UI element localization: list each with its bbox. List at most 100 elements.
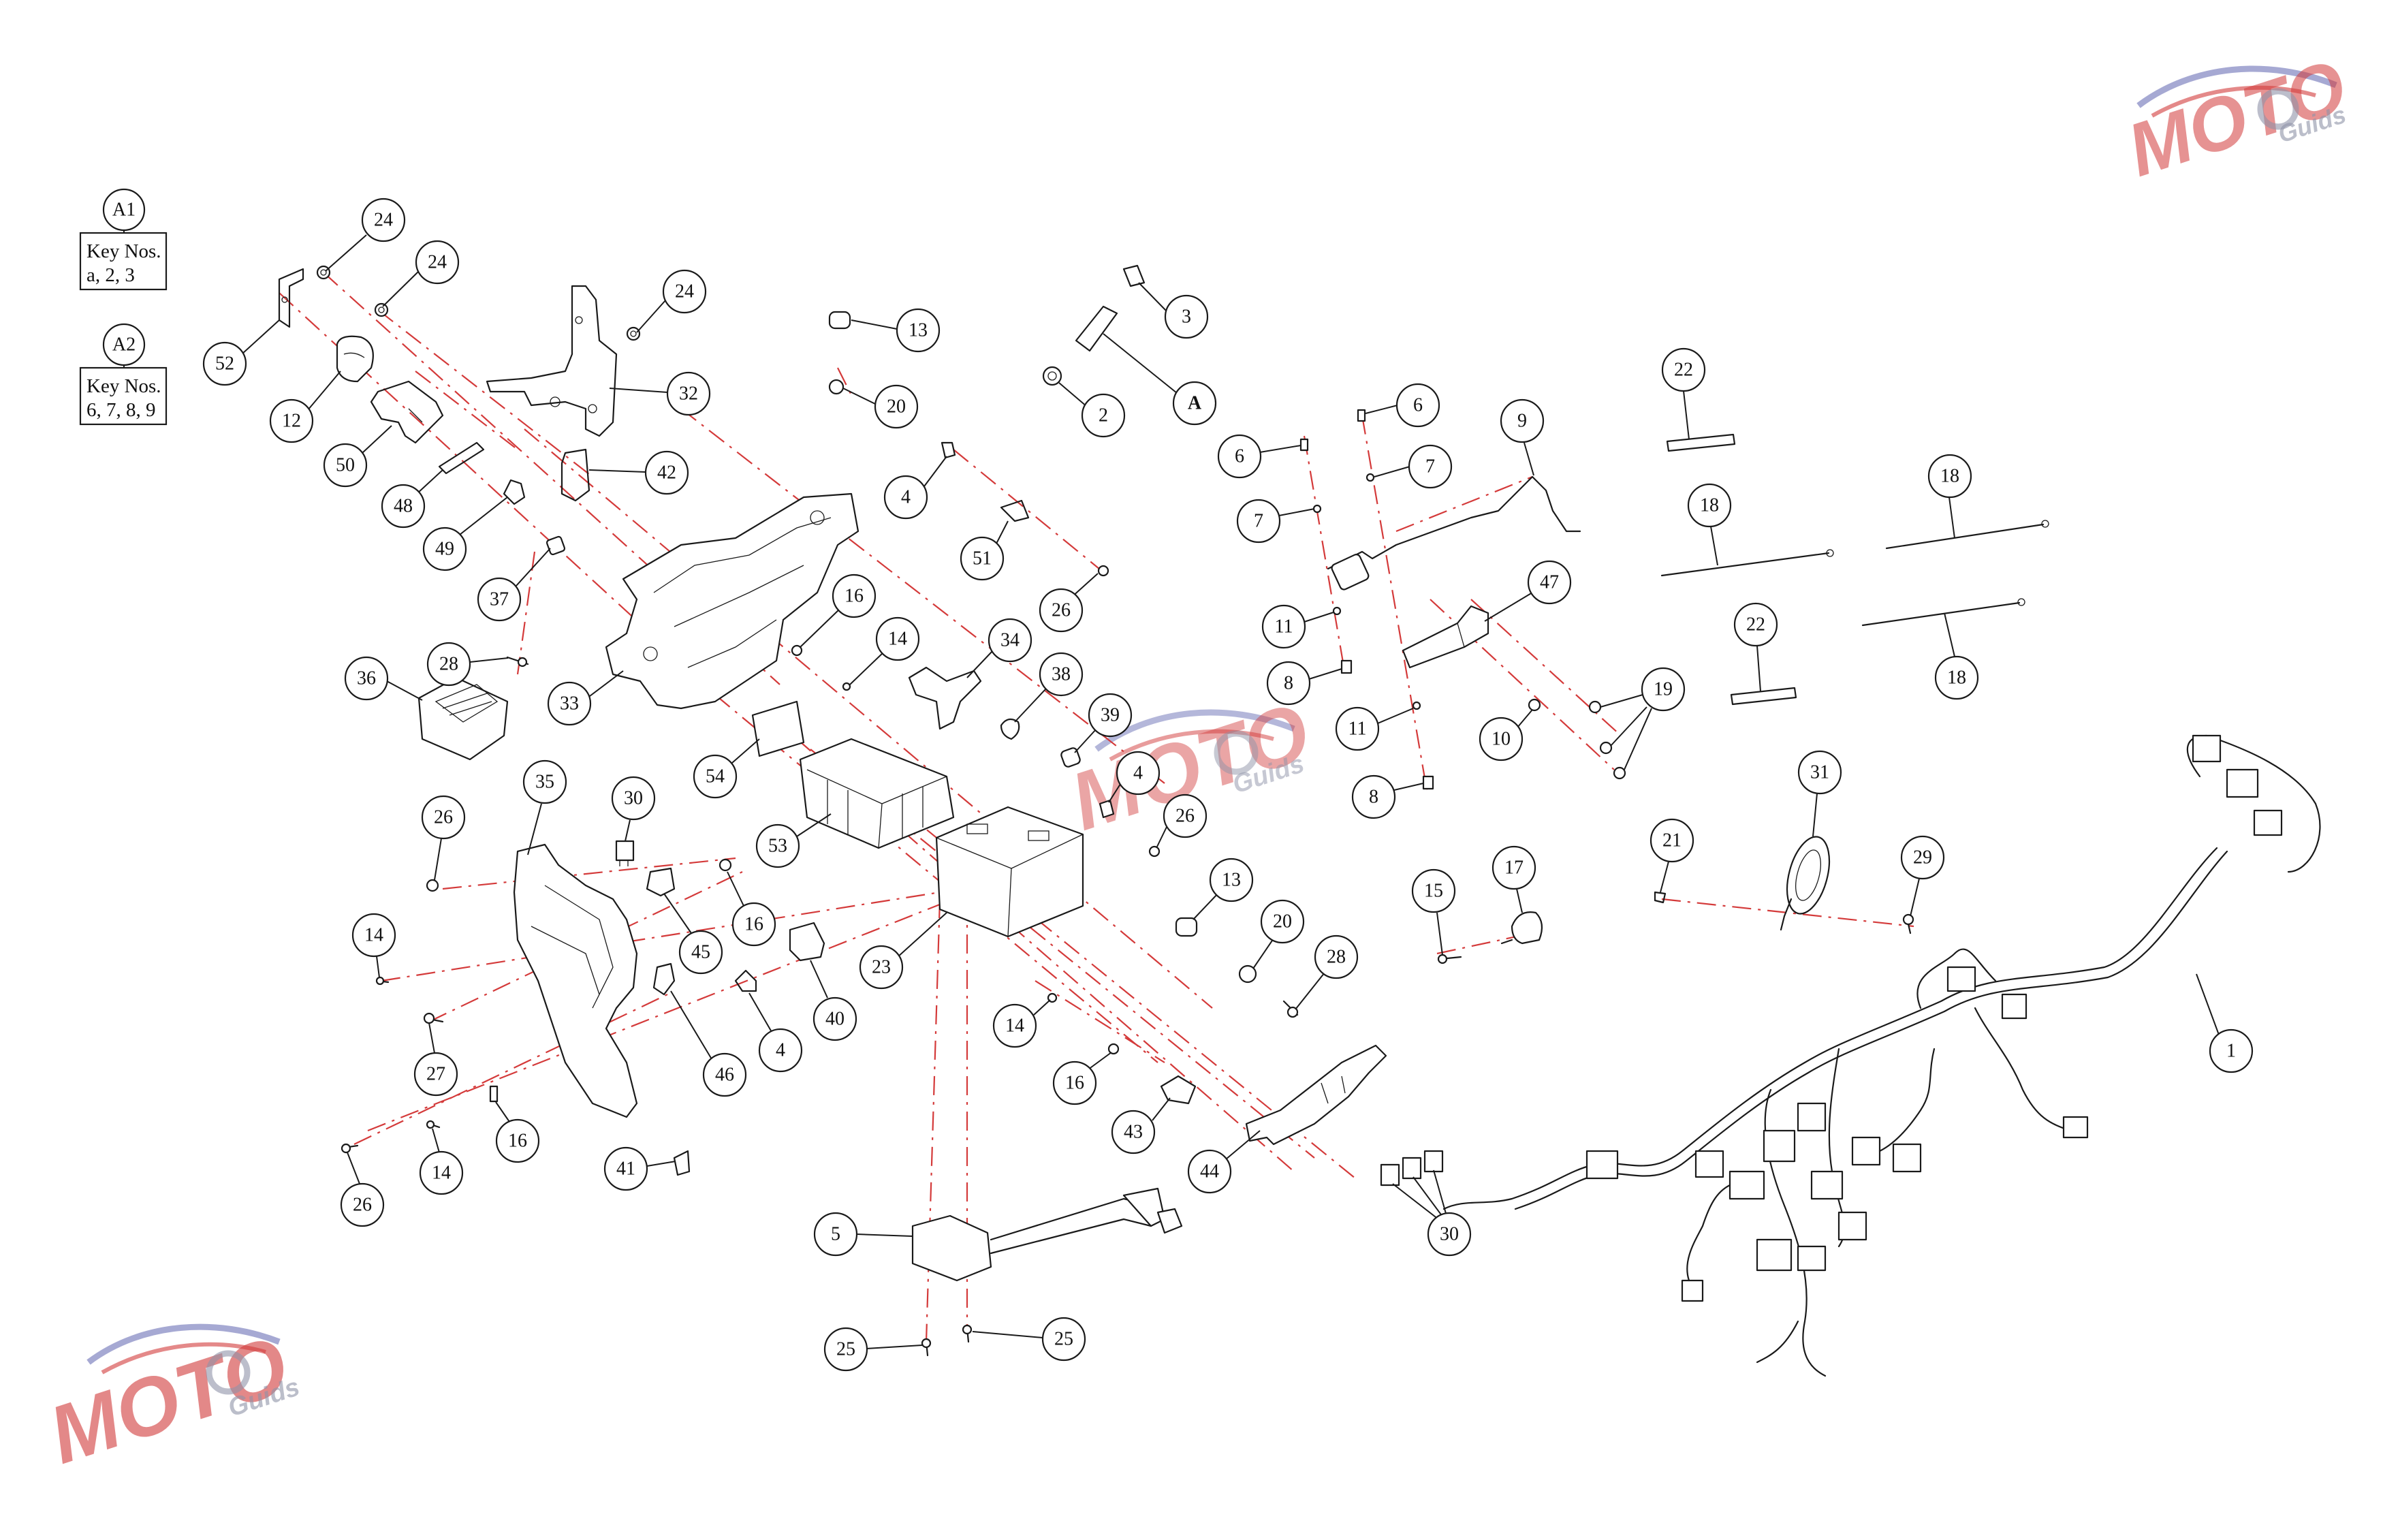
callout-label: 20	[887, 396, 906, 418]
callout-2	[1081, 393, 1126, 438]
callout-21	[1650, 818, 1694, 863]
callout-39	[1088, 693, 1133, 738]
callout-label: 43	[1124, 1122, 1143, 1143]
callout-label: 28	[1327, 947, 1346, 968]
part-cap-2	[1042, 366, 1062, 386]
callout-label: 22	[1674, 360, 1693, 381]
callout-11	[1335, 706, 1380, 751]
callout-42	[644, 450, 689, 495]
part-relays-30b	[1380, 1150, 1444, 1187]
part-spacers-11-8	[1332, 606, 1434, 790]
callout-14	[875, 616, 920, 661]
part-nut-24b	[374, 302, 389, 317]
callout-30	[611, 776, 656, 821]
callout-45	[678, 930, 723, 975]
callout-28	[1314, 934, 1359, 979]
part-ties-22	[1666, 433, 1797, 706]
callout-label: 4	[901, 487, 911, 508]
callout-26	[421, 795, 466, 840]
part-bolt-15	[1437, 954, 1462, 964]
callout-label: 26	[353, 1195, 372, 1216]
callout-label: 34	[1000, 630, 1020, 651]
callout-15	[1411, 868, 1456, 913]
callout-label: 11	[1275, 616, 1293, 638]
part-bolt-26a	[426, 879, 439, 892]
callout-29	[1900, 835, 1945, 880]
callout-32	[666, 371, 711, 416]
callout-label: 24	[675, 281, 694, 302]
part-bolt-14a	[375, 976, 390, 986]
callout-49	[422, 527, 467, 571]
callout-43	[1111, 1110, 1156, 1154]
callout-label: 53	[768, 836, 787, 857]
part-clip-4c	[1099, 799, 1115, 819]
callout-37	[477, 577, 522, 622]
callout-label: 19	[1654, 679, 1673, 700]
callout-label: 39	[1101, 705, 1120, 726]
part-ties-18	[1660, 520, 2049, 627]
callout-label: 8	[1369, 787, 1378, 808]
callout-6	[1217, 434, 1262, 479]
callout-label: 4	[1133, 763, 1143, 784]
callout-label: 12	[282, 411, 301, 432]
callout-label: 1	[2226, 1041, 2236, 1062]
part-nut-16d	[1107, 1043, 1120, 1055]
callout-label: 37	[490, 589, 509, 610]
callout-label: 13	[1222, 870, 1241, 891]
part-bracket-43	[1160, 1075, 1197, 1105]
callout-label: 16	[1065, 1073, 1084, 1094]
callout-46	[702, 1052, 747, 1097]
callout-38	[1039, 652, 1084, 697]
part-fuse-40	[789, 922, 825, 962]
callout-16	[731, 902, 776, 947]
callouts: 24 24 24 52 12 50 48 32 42 49	[202, 198, 2254, 1372]
callout-22	[1661, 347, 1706, 392]
callout-35	[522, 759, 567, 804]
callout-label: 51	[973, 548, 992, 569]
callout-label: 29	[1913, 847, 1932, 868]
callout-22	[1733, 602, 1778, 647]
part-clip-49	[503, 479, 526, 505]
callout-label: 33	[560, 693, 579, 714]
part-clip-38	[1000, 718, 1020, 740]
key-group-a1-title: Key Nos.	[86, 240, 161, 262]
callout-13	[1209, 858, 1254, 902]
callout-label: 49	[435, 539, 454, 560]
callout-label: 14	[1005, 1016, 1024, 1037]
callout-label: 42	[657, 462, 676, 484]
key-group-a1-items: a, 2, 3	[86, 264, 135, 286]
callout-52	[202, 341, 247, 386]
part-bracket-42	[561, 448, 590, 502]
callout-label: 5	[831, 1224, 840, 1245]
part-bolt-26b	[341, 1143, 359, 1154]
callout-label: 28	[439, 654, 458, 675]
watermark-top-right: MOTO Guids	[2117, 44, 2356, 192]
callout-20	[874, 384, 919, 429]
callout-label: 36	[357, 668, 376, 689]
callout-label: 31	[1810, 762, 1829, 783]
callout-14	[992, 1003, 1037, 1048]
part-plate-54	[751, 700, 805, 757]
part-nut-16b	[719, 858, 732, 872]
callout-23	[859, 945, 904, 990]
key-group-a1: A1 Key Nos. a, 2, 3	[79, 188, 168, 291]
callout-label: 7	[1425, 456, 1435, 477]
callout-31	[1797, 750, 1842, 795]
part-module-36	[417, 676, 509, 761]
part-nuts-19	[1588, 700, 1626, 780]
callout-label: 24	[428, 252, 447, 273]
callout-25	[1041, 1317, 1086, 1362]
part-sensor-17	[1500, 911, 1543, 945]
callout-label: 16	[508, 1131, 527, 1152]
callout-19	[1641, 667, 1686, 712]
callout-label: 14	[888, 629, 907, 650]
callout-4	[758, 1028, 803, 1073]
callout-label: 21	[1662, 830, 1682, 851]
callout-label: 9	[1517, 411, 1527, 432]
callout-label: 26	[1052, 600, 1071, 621]
part-clip-51	[1000, 499, 1030, 522]
part-bolt-14b	[426, 1120, 441, 1129]
callout-label: 6	[1235, 446, 1244, 467]
callout-label: 24	[374, 210, 393, 231]
part-cover-35	[513, 843, 638, 1118]
